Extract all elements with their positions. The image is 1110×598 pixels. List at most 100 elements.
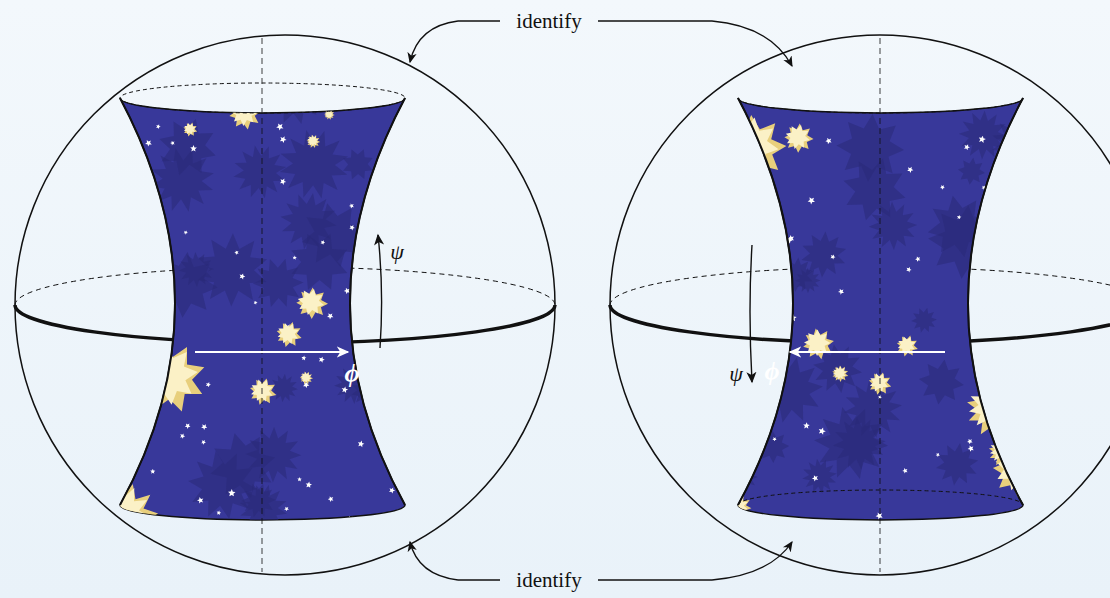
tiny-star (812, 475, 818, 481)
tiny-star (808, 197, 815, 204)
tiny-star (979, 136, 986, 143)
yellow-star (1001, 171, 1026, 196)
tiny-star (940, 185, 945, 190)
direction-arrows (195, 235, 945, 382)
yellow-star (97, 117, 129, 151)
yellow-star (375, 351, 431, 408)
dark-star (266, 68, 323, 124)
yellow-star (307, 135, 321, 148)
tiny-star (184, 231, 188, 235)
yellow-star (983, 370, 1010, 398)
tiny-star (201, 440, 206, 445)
tiny-star (347, 516, 353, 522)
dark-star (959, 111, 1008, 160)
tiny-star (936, 453, 940, 457)
dark-star (919, 360, 964, 405)
yellow-star (391, 418, 418, 444)
dark-star (911, 308, 937, 333)
tiny-star (156, 124, 161, 129)
tiny-star (321, 240, 326, 245)
tiny-star (1016, 360, 1022, 366)
identify-leaders (410, 21, 792, 580)
phi-label: ϕ (344, 361, 359, 387)
yellow-star (230, 99, 257, 126)
dark-star (757, 357, 823, 422)
dark-star (152, 252, 218, 318)
dark-star (837, 114, 905, 182)
yellow-star (1000, 309, 1023, 332)
yellow-star (277, 322, 302, 347)
tiny-star (1015, 140, 1021, 146)
yellow-star (897, 336, 918, 357)
yellow-star (720, 115, 786, 181)
tiny-star (197, 497, 203, 504)
tiny-star (387, 223, 391, 227)
tiny-star (994, 351, 999, 356)
yellow-star (363, 363, 376, 376)
tiny-star (997, 403, 1003, 409)
yellow-star (967, 379, 1025, 438)
psi-label: ψ (390, 241, 404, 263)
tiny-star (876, 512, 883, 519)
tiny-star (319, 357, 325, 363)
yellow-star (832, 365, 848, 382)
tiny-star (302, 356, 307, 361)
tiny-star (185, 423, 191, 429)
yellow-star (296, 287, 328, 319)
tiny-star (907, 167, 913, 173)
tiny-star (150, 469, 155, 474)
yellow-star (754, 307, 770, 323)
yellow-star (184, 123, 198, 137)
identify-label: identify (513, 11, 584, 32)
yellow-star (969, 382, 1018, 432)
tiny-star (240, 273, 246, 279)
tiny-star (206, 382, 211, 387)
tiny-star (358, 441, 365, 448)
tiny-star (894, 99, 899, 104)
yellow-star (98, 119, 126, 147)
tiny-star (968, 446, 974, 452)
tiny-star (234, 250, 238, 255)
tiny-star (280, 179, 286, 185)
tiny-star (342, 387, 348, 393)
phi-label: ϕ (764, 359, 779, 385)
yellow-star (1000, 310, 1020, 330)
tiny-star (306, 482, 312, 488)
tiny-star (838, 289, 844, 295)
yellow-star (307, 135, 318, 147)
left-sphere (15, 35, 555, 575)
yellow-star (112, 145, 141, 174)
yellow-star (937, 94, 949, 106)
dark-star (246, 427, 302, 483)
yellow-star (721, 284, 740, 303)
tiny-star (170, 141, 175, 146)
tiny-star (1022, 361, 1027, 366)
yellow-star (278, 323, 299, 344)
tiny-star (328, 496, 334, 502)
tiny-star (1023, 502, 1030, 509)
tiny-star (902, 468, 907, 473)
tiny-star (779, 375, 785, 381)
tiny-star (957, 215, 961, 219)
dark-star (992, 117, 1046, 171)
tiny-star (949, 95, 956, 102)
right-sphere (610, 35, 1110, 575)
yellow-star (393, 418, 416, 441)
tiny-star (180, 433, 185, 438)
dark-star (234, 146, 287, 199)
tiny-star (190, 145, 197, 151)
dark-star (159, 119, 215, 175)
dark-star (280, 130, 348, 198)
yellow-star (1002, 172, 1022, 192)
tiny-star (376, 204, 380, 208)
tiny-star (217, 511, 222, 516)
tiny-star (293, 256, 297, 260)
tiny-star (754, 313, 759, 319)
yellow-star (936, 94, 951, 109)
tiny-star (907, 99, 912, 104)
psi-label: ψ (729, 363, 743, 385)
dark-star (802, 459, 837, 494)
yellow-star (726, 494, 748, 517)
yellow-star (870, 373, 889, 392)
